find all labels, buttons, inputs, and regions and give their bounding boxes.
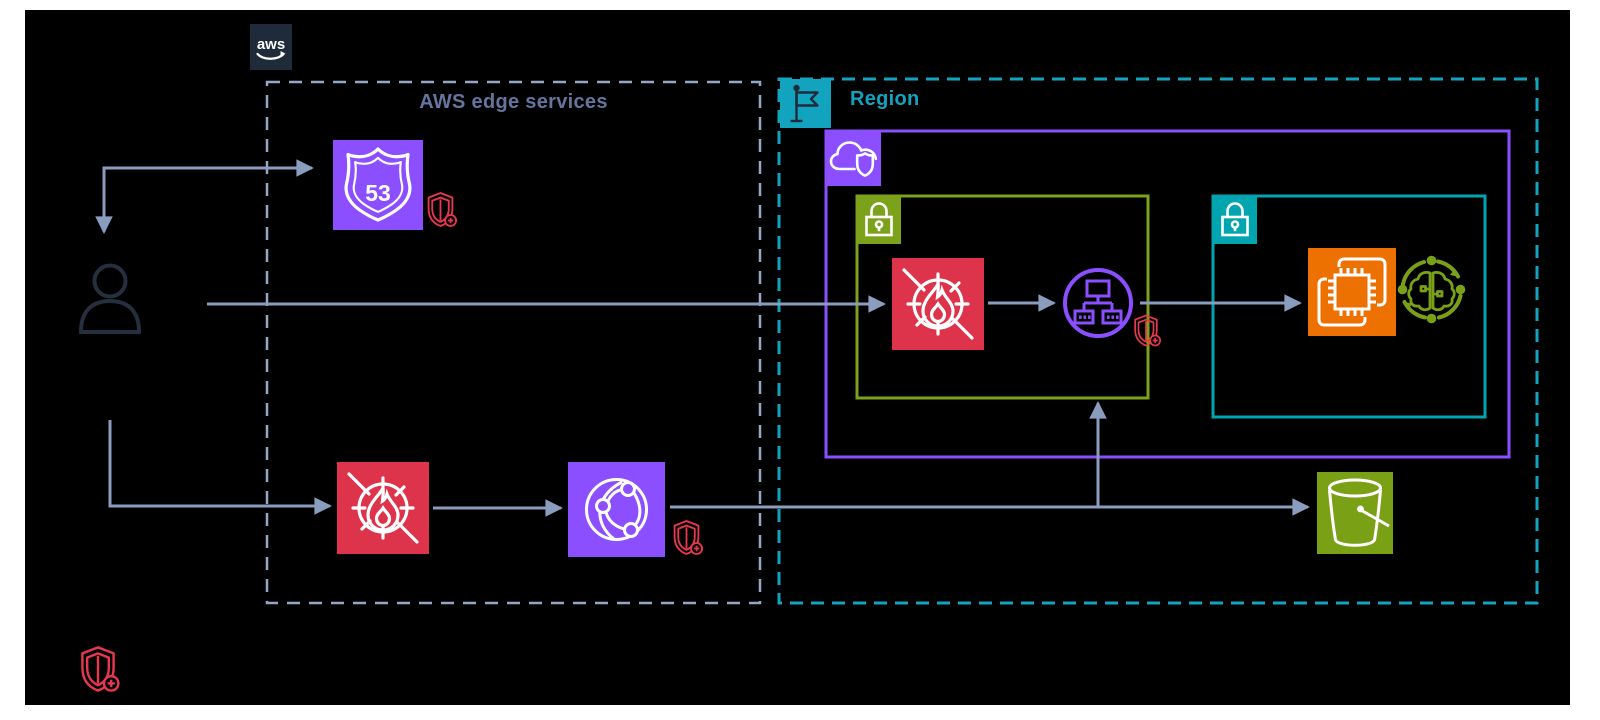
aws-logo-text: aws [257,36,285,53]
vpc-box [824,129,1511,459]
vpc-cloud-shield-icon [826,131,881,186]
region-label: Region [850,88,920,110]
firewall-icon [337,462,429,554]
shield-plus-icon [76,645,120,693]
edge-services-label: AWS edge services [419,91,608,113]
connector-user-route53 [95,159,314,234]
route53-number: 53 [365,180,391,206]
s3-bucket-icon [1317,472,1393,554]
public-subnet-box [855,194,1150,400]
ec2-chip-icon [1308,248,1396,336]
load-balancer-icon [1060,265,1136,341]
lock-icon [1213,196,1257,244]
private-subnet-box [1211,194,1487,419]
region-box [777,77,1539,605]
user-icon [78,262,142,334]
region-flag-icon [780,79,831,128]
shield-plus-icon [1131,313,1161,348]
shield-plus-icon [670,519,703,556]
connector-user-edge-firewall [108,420,332,515]
lock-icon [857,196,901,244]
firewall-icon [892,258,984,350]
aws-logo: aws [250,24,292,70]
route-53-icon: 53 [333,140,423,230]
edge-services-box [265,80,762,605]
shield-plus-icon [424,191,457,228]
cloudfront-globe-icon [568,462,665,557]
machine-learning-brain-icon [1394,251,1469,328]
